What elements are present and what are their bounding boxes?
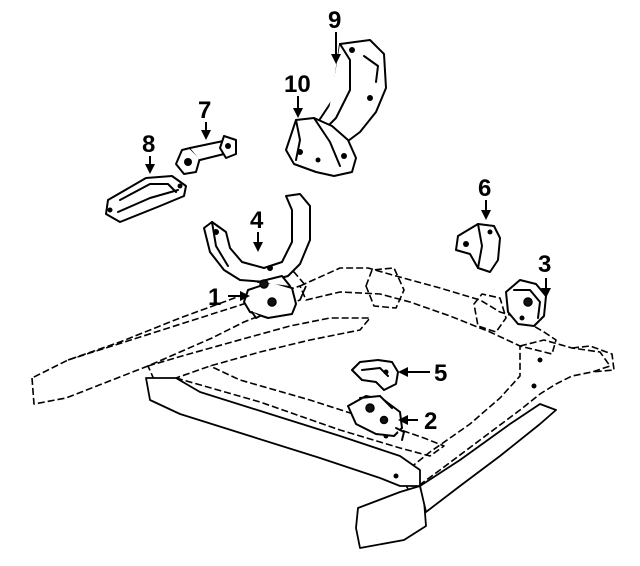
part-7-strut xyxy=(175,135,237,175)
callout-5: 5 xyxy=(434,360,447,387)
subframe-bolt-hole xyxy=(537,357,543,363)
callout-8: 8 xyxy=(142,131,155,158)
part-8-bracket xyxy=(105,175,187,223)
part-1-mount xyxy=(243,275,297,319)
part-5-bracket xyxy=(351,359,399,391)
subframe xyxy=(31,267,615,549)
subframe-right-end xyxy=(571,345,615,373)
callout-6: 6 xyxy=(478,175,491,202)
callout-labels: 1 2 3 4 5 6 7 8 9 10 xyxy=(142,7,551,435)
callout-9: 9 xyxy=(328,7,341,34)
callout-10: 10 xyxy=(284,71,311,98)
subframe-inner-arm xyxy=(175,365,445,457)
subframe-rear-crossmember xyxy=(299,267,557,355)
subframe-rear-bump xyxy=(365,267,405,309)
callout-7: 7 xyxy=(198,97,211,124)
part-3-mount xyxy=(505,279,547,327)
callout-2: 2 xyxy=(424,408,437,435)
callout-leaders xyxy=(145,32,551,425)
callout-4: 4 xyxy=(250,207,264,234)
part-2-mount xyxy=(347,395,405,441)
callout-3: 3 xyxy=(538,251,551,278)
part-10-bracket xyxy=(285,117,357,177)
subframe-right-bump xyxy=(473,293,507,333)
subframe-right-rail xyxy=(399,339,611,493)
subframe-bolt-hole xyxy=(393,473,399,479)
subframe-right-front xyxy=(419,403,557,513)
callout-1: 1 xyxy=(208,284,221,311)
subframe-front-foot xyxy=(355,485,427,549)
part-6-bracket xyxy=(455,223,501,273)
part-4-bracket xyxy=(203,193,311,283)
subframe-bolt-hole xyxy=(531,383,537,389)
